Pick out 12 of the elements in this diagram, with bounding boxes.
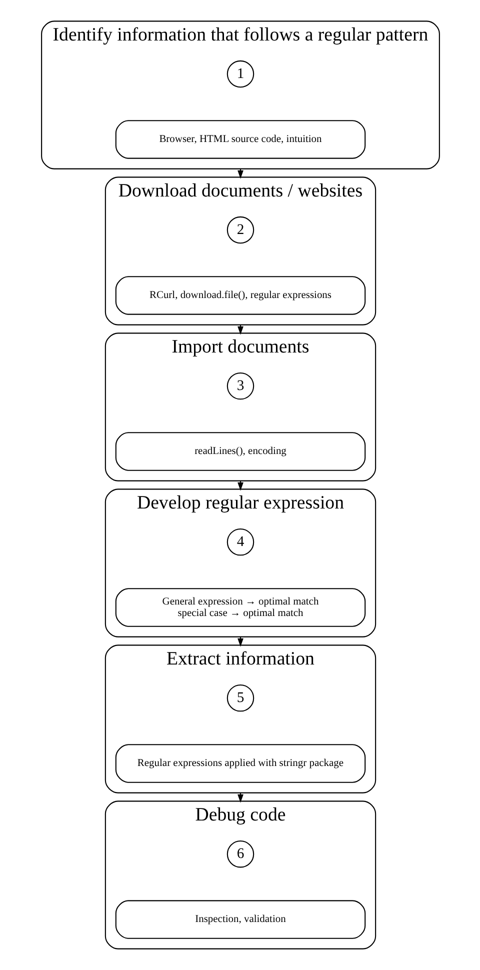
node-box: General expression → optimal match special case → optimal match	[114, 588, 366, 627]
node-box: Browser, HTML source code, intuition	[114, 120, 366, 159]
node-circle: 4	[226, 528, 254, 556]
node-circle: 2	[226, 216, 254, 244]
node-circle: 6	[226, 840, 254, 868]
node-circle: 1	[226, 60, 254, 88]
node-box: RCurl, download.file(), regular expressions	[114, 276, 366, 315]
node-circle: 3	[226, 372, 254, 400]
node-circle: 5	[226, 684, 254, 712]
node-box: Inspection, validation	[114, 900, 366, 939]
node-box: readLines(), encoding	[114, 432, 366, 471]
node-box: Regular expressions applied with stringr package	[114, 744, 366, 783]
